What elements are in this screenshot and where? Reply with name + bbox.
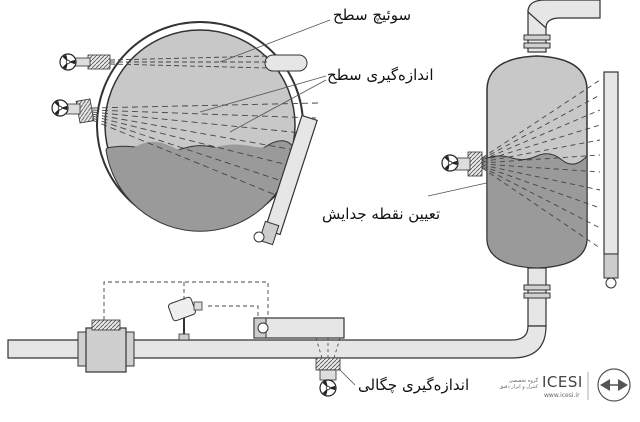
interface-source [441,151,483,177]
density-measurement-label: اندازه‌گیری چگالی [358,376,470,394]
density-source [315,357,341,397]
interface-detection-label: تعیین نقطه جدایش [322,205,441,223]
level-switch-source [59,53,111,71]
level-measurement-beams [91,102,319,201]
transmitter [167,296,203,341]
logo-subtitle: گروه تخصصی کنترل و ابزار دقیق [499,378,538,390]
logo-url: www.icesi.ir [544,392,580,399]
level-switch-beam [109,55,269,69]
interface-beams [481,79,601,249]
level-measurement-label: اندازه‌گیری سطح [327,66,434,84]
level-measurement-source [51,98,95,124]
vertical-vessel [486,0,601,327]
logo-name: ICESI [542,373,583,391]
process-pipe [7,319,547,373]
icesi-logo-emblem [587,368,631,402]
level-switch-detector [264,54,308,72]
density-detector [253,317,345,339]
horizontal-vessel [96,21,304,232]
level-switch-label: سوئیچ سطح [333,6,412,24]
interface-detector [603,71,619,289]
signal-wiring [103,281,269,320]
level-measurement-detector [253,114,318,246]
